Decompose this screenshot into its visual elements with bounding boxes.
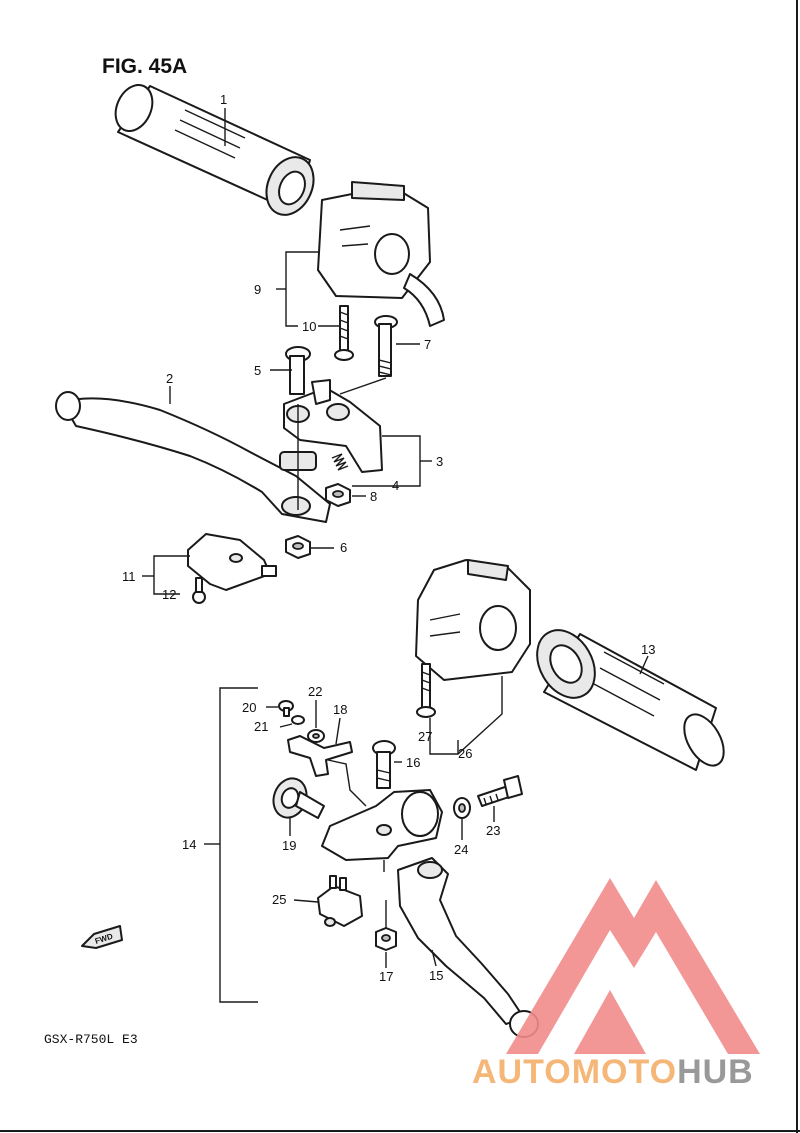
figure-title: FIG. 45A: [102, 55, 187, 78]
callout-12: 12: [162, 587, 176, 602]
screw-10-part: [334, 305, 354, 361]
callout-5: 5: [254, 363, 261, 378]
nut-8-part: [325, 483, 351, 507]
grip-left-part: [114, 84, 315, 216]
clutch-holder-part: [321, 789, 443, 861]
callout-15: 15: [429, 968, 443, 983]
brake-lever-part: [55, 391, 331, 523]
callout-25: 25: [272, 892, 286, 907]
screw-12-part: [192, 577, 206, 604]
model-code: GSX-R750L E3: [44, 1032, 138, 1047]
leader-lines: [142, 108, 649, 1003]
bolt-23-part: [477, 775, 523, 807]
callout-7: 7: [424, 337, 431, 352]
callout-10: 10: [302, 319, 316, 334]
callout-22: 22: [308, 684, 322, 699]
fwd-arrow-icon: FWD: [81, 925, 123, 949]
watermark-logo: AUTOMOTOHUB: [472, 878, 760, 1091]
washer-21-part: [291, 715, 305, 725]
callout-1: 1: [220, 92, 227, 107]
callout-16: 16: [406, 755, 420, 770]
callout-6: 6: [340, 540, 347, 555]
callout-27: 27: [418, 729, 432, 744]
nut-6-part: [285, 535, 311, 559]
brake-switch-part: [187, 533, 277, 591]
washer-22-part: [307, 729, 325, 743]
pivot-bolt-5-part: [285, 346, 311, 395]
clutch-switch-part: [317, 875, 363, 927]
watermark-text-automoto: AUTOMOTO: [472, 1053, 677, 1091]
bolt-7-part: [374, 315, 398, 377]
switch-housing-left-part: [317, 181, 445, 327]
callout-18: 18: [333, 702, 347, 717]
callout-11: 11: [122, 569, 136, 584]
screw-20-part: [278, 700, 294, 717]
callout-21: 21: [254, 719, 268, 734]
callout-13: 13: [641, 642, 655, 657]
callout-19: 19: [282, 838, 296, 853]
callout-4: 4: [392, 478, 399, 493]
callout-20: 20: [242, 700, 256, 715]
callout-9: 9: [254, 282, 261, 297]
adjuster-19-part: [272, 777, 325, 819]
callout-24: 24: [454, 842, 468, 857]
watermark-triangle-icon: [506, 878, 760, 1054]
callout-26: 26: [458, 746, 472, 761]
callout-17: 17: [379, 969, 393, 984]
svg-text:AUTOMOTOHUB: AUTOMOTOHUB: [472, 1053, 754, 1091]
switch-housing-right-part: [415, 559, 531, 681]
callout-2: 2: [166, 371, 173, 386]
callouts: 1 2 3 4 5 6 7 8 9 10 11 12 13 14 15 16 1…: [122, 92, 655, 984]
nut-17-part: [375, 927, 397, 951]
clutch-lever-part: [397, 857, 539, 1038]
callout-23: 23: [486, 823, 500, 838]
callout-8: 8: [370, 489, 377, 504]
grip-right-part: [536, 629, 725, 771]
bracket-18-part: [287, 735, 353, 777]
callout-14: 14: [182, 837, 196, 852]
spring-4-part: [331, 453, 349, 471]
screw-27-part: [416, 663, 436, 718]
watermark-text-hub: HUB: [677, 1053, 754, 1091]
callout-3: 3: [436, 454, 443, 469]
washer-24-part: [453, 797, 471, 819]
bolt-16-part: [372, 740, 396, 789]
